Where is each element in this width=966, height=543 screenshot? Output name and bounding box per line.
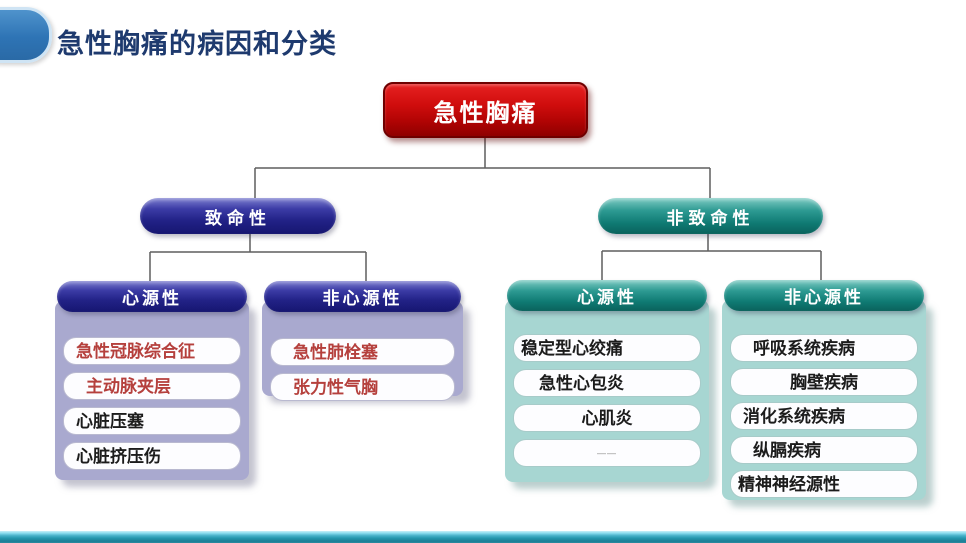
branch-pill-nonlethal-label: 非致命性 bbox=[666, 208, 755, 228]
category-header-cardiac: 心源性 bbox=[507, 280, 707, 311]
category-column-nonlethal-noncardiac: 呼吸系统疾病 胸壁疾病 消化系统疾病 纵膈疾病 精神神经源性 非心源性 bbox=[722, 280, 926, 500]
category-header-cardiac: 心源性 bbox=[57, 281, 247, 312]
cause-item: 心脏压塞 bbox=[63, 407, 241, 435]
cause-item: 消化系统疾病 bbox=[730, 402, 918, 430]
cause-item: 心肌炎 bbox=[513, 404, 701, 432]
cause-item: 胸壁疾病 bbox=[730, 368, 918, 396]
category-column-nonlethal-cardiac: 稳定型心绞痛 急性心包炎 心肌炎 —— 心源性 bbox=[505, 280, 709, 482]
cause-item: 急性心包炎 bbox=[513, 369, 701, 397]
cause-item: 主动脉夹层 bbox=[63, 372, 241, 400]
category-column-lethal-cardiac: 急性冠脉综合征 主动脉夹层 心脏压塞 心脏挤压伤 心源性 bbox=[55, 281, 249, 480]
cause-item: 精神神经源性 bbox=[730, 470, 918, 498]
cause-item: 呼吸系统疾病 bbox=[730, 334, 918, 362]
category-header-noncardiac: 非心源性 bbox=[724, 280, 924, 311]
branch-pill-nonlethal: 非致命性 bbox=[598, 198, 823, 234]
cause-item-placeholder: —— bbox=[513, 439, 701, 467]
root-node-label: 急性胸痛 bbox=[433, 99, 538, 127]
category-column-lethal-noncardiac: 急性肺栓塞 张力性气胸 非心源性 bbox=[262, 281, 463, 401]
cause-item: 急性肺栓塞 bbox=[270, 338, 455, 366]
branch-pill-lethal: 致命性 bbox=[140, 198, 336, 234]
category-panel: 呼吸系统疾病 胸壁疾病 消化系统疾病 纵膈疾病 精神神经源性 bbox=[722, 300, 926, 500]
title-bullet-icon bbox=[0, 7, 52, 63]
category-panel: 急性冠脉综合征 主动脉夹层 心脏压塞 心脏挤压伤 bbox=[55, 301, 249, 480]
category-panel: 急性肺栓塞 张力性气胸 bbox=[262, 301, 463, 401]
cause-item: 急性冠脉综合征 bbox=[63, 337, 241, 365]
cause-item: 心脏挤压伤 bbox=[63, 442, 241, 470]
slide-title: 急性胸痛的病因和分类 bbox=[57, 29, 337, 59]
branch-pill-lethal-label: 致命性 bbox=[205, 208, 271, 228]
root-node-acute-chest-pain: 急性胸痛 bbox=[383, 82, 588, 138]
cause-item: 稳定型心绞痛 bbox=[513, 334, 701, 362]
category-header-noncardiac: 非心源性 bbox=[264, 281, 461, 312]
category-panel: 稳定型心绞痛 急性心包炎 心肌炎 —— bbox=[505, 300, 709, 482]
cause-item: 张力性气胸 bbox=[270, 373, 455, 401]
cause-item: 纵膈疾病 bbox=[730, 436, 918, 464]
slide-footer-bar bbox=[0, 531, 966, 543]
